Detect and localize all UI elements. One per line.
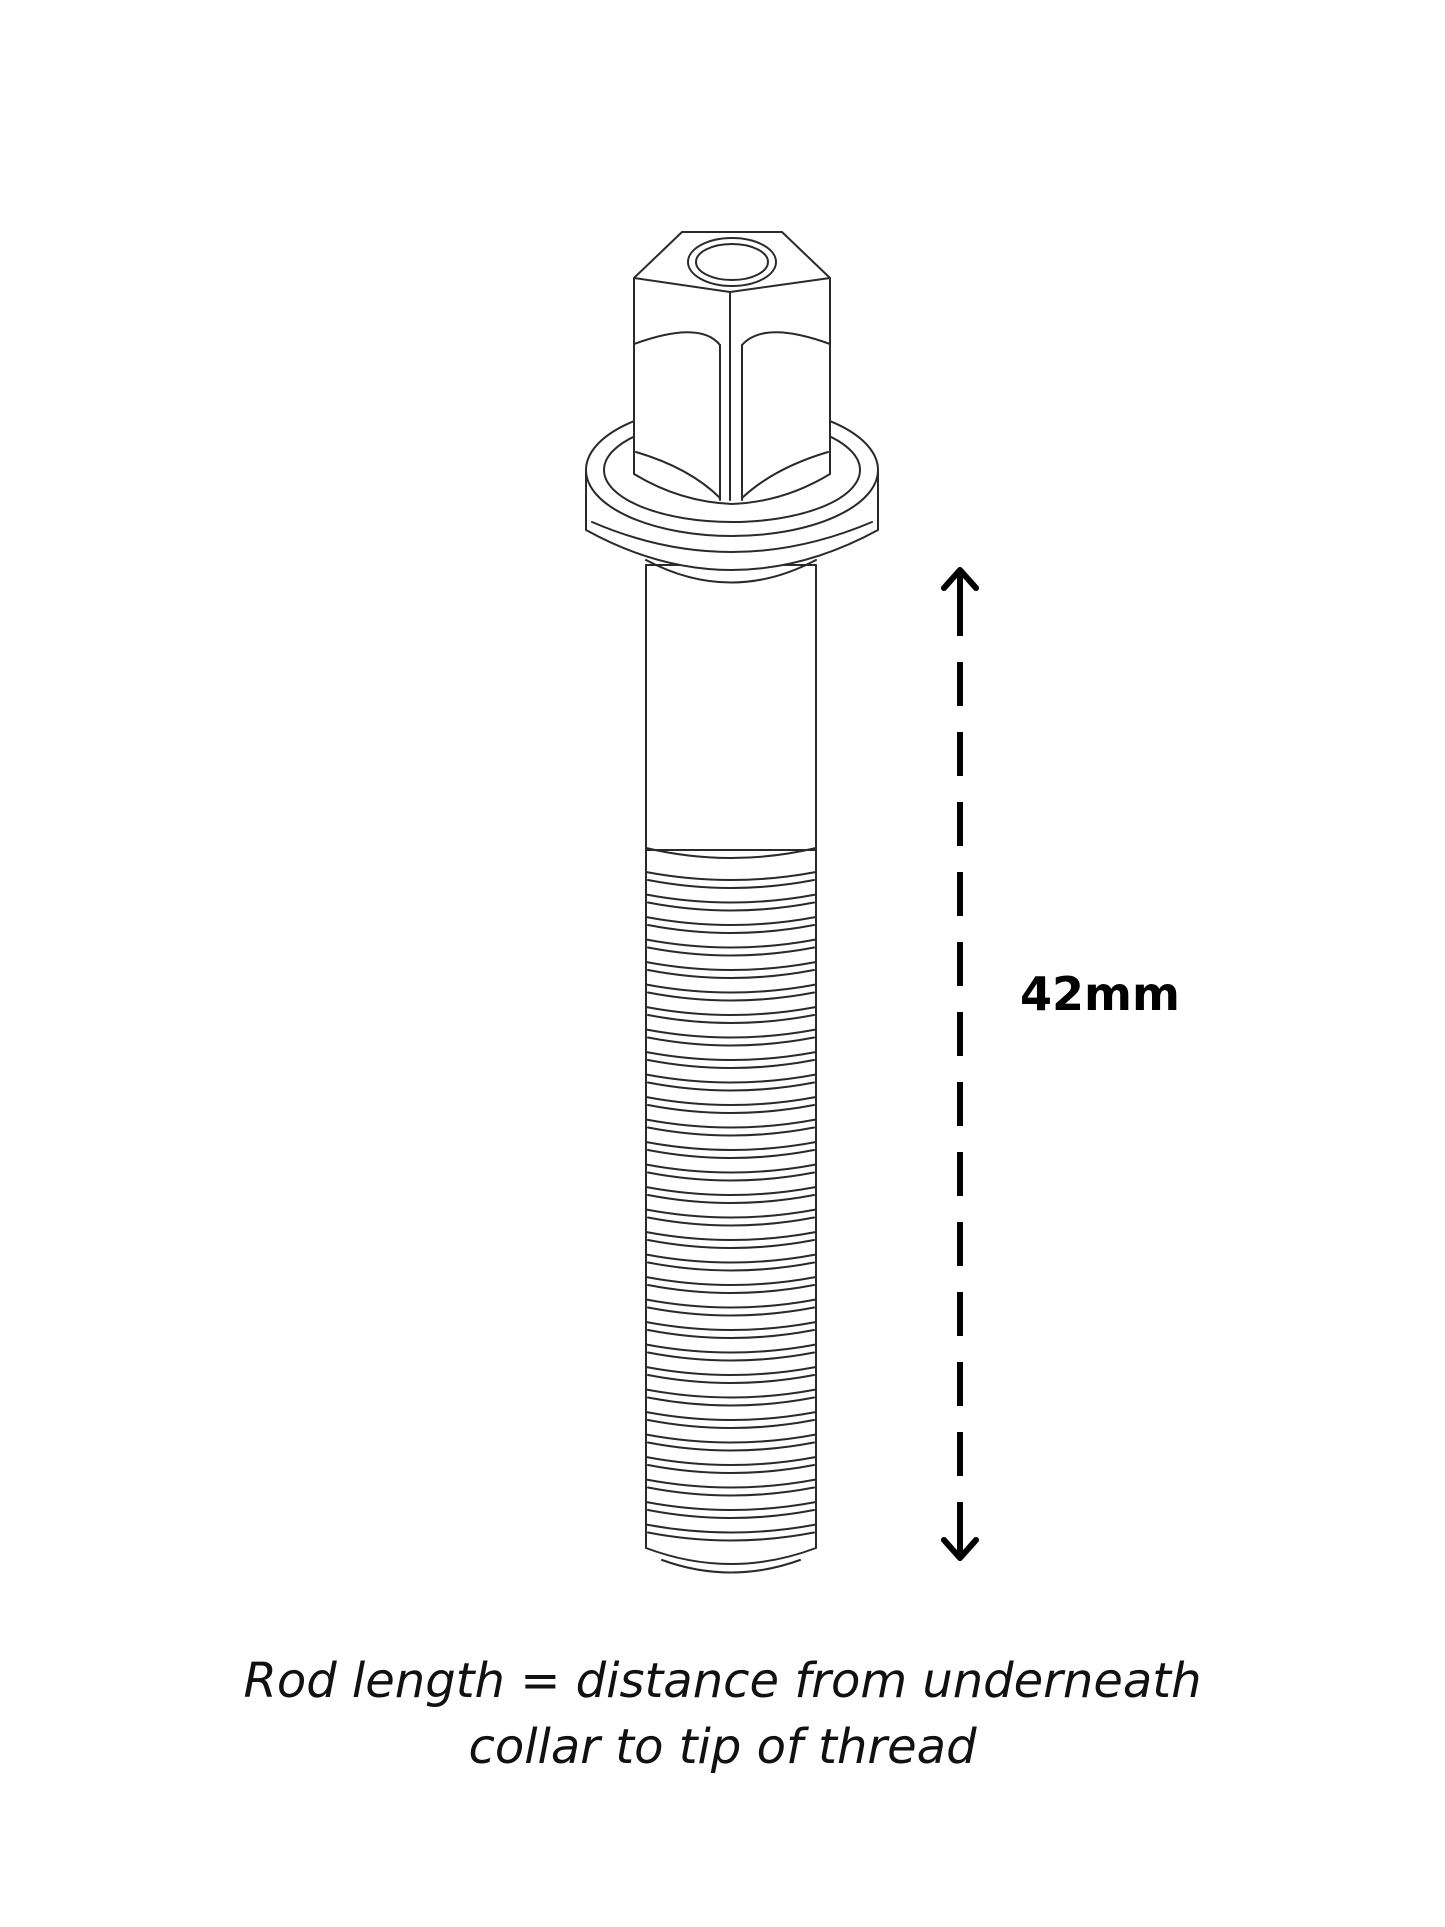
thread-ridge [645,961,817,971]
dimension-label: 42mm [1020,967,1180,1021]
thread-ridge [645,983,817,994]
thread-ridge [645,916,817,926]
thread-groove [647,1419,815,1429]
thread-lines [645,871,817,1542]
thread-ridge [645,1051,817,1061]
thread-groove [647,1239,815,1249]
thread-ridge [645,1118,817,1129]
thread-groove [647,879,815,889]
thread-ridge [645,1501,817,1511]
thread-ridge [645,1343,817,1354]
thread-ridge [645,1253,817,1264]
thread-ridge [645,1456,817,1466]
thread-ridge [645,1388,817,1399]
thread-groove [647,1036,815,1047]
thread-ridge [645,1523,817,1534]
thread-groove [647,1284,815,1294]
bolt-head [633,231,831,505]
thread-ridge [645,1208,817,1219]
thread-groove [647,1149,815,1159]
thread-groove [647,969,815,979]
thread-groove [647,946,815,957]
bolt-thread [645,844,817,1574]
caption-line-2: collar to tip of thread [468,1719,977,1775]
thread-ridge [645,938,817,949]
caption: Rod length = distance from underneath co… [0,1648,1445,1780]
thread-groove [647,1306,815,1317]
thread-ridge [645,1028,817,1039]
thread-ridge [645,1298,817,1309]
thread-groove [647,1396,815,1407]
thread-groove [647,1486,815,1497]
thread-groove [647,1126,815,1137]
thread-ridge [645,893,817,904]
thread-groove [647,924,815,934]
thread-groove [647,1104,815,1114]
caption-line-1: Rod length = distance from underneath [243,1653,1202,1709]
thread-groove [647,1059,815,1069]
thread-ridge [645,871,817,881]
thread-groove [647,901,815,912]
thread-ridge [645,1478,817,1489]
dimension-arrow [941,567,979,1561]
bolt-shank [645,564,817,859]
thread-groove [647,1216,815,1227]
thread-ridge [645,1141,817,1151]
thread-ridge [645,1096,817,1106]
thread-groove [647,1509,815,1519]
thread-groove [647,1531,815,1542]
thread-groove [647,1329,815,1339]
thread-ridge [645,1231,817,1241]
thread-groove [647,1171,815,1182]
thread-ridge [645,1006,817,1016]
thread-groove [647,1081,815,1092]
thread-ridge [645,1276,817,1286]
thread-ridge [645,1163,817,1174]
thread-groove [647,991,815,1002]
thread-ridge [645,1321,817,1331]
thread-ridge [645,1366,817,1376]
thread-ridge [645,1186,817,1196]
thread-groove [647,1261,815,1272]
thread-groove [647,1441,815,1452]
thread-groove [647,1194,815,1204]
thread-ridge [645,1073,817,1084]
thread-ridge [645,1411,817,1421]
thread-groove [647,1464,815,1474]
thread-groove [647,1374,815,1384]
thread-ridge [645,1433,817,1444]
thread-groove [647,1014,815,1024]
thread-groove [647,1351,815,1362]
